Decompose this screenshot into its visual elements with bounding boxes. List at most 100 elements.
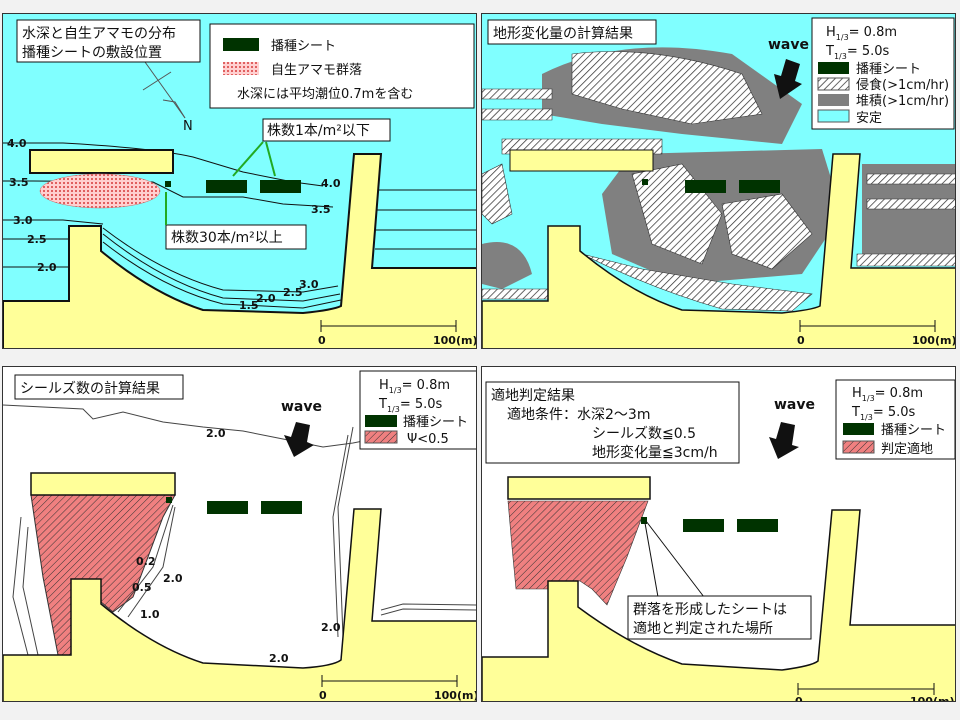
wave-arrow-icon bbox=[769, 422, 799, 459]
contour-label: 3.0 bbox=[299, 278, 319, 291]
h-symbol: H bbox=[379, 378, 389, 393]
contour-label: 1.5 bbox=[239, 299, 259, 312]
legend-suitable: 判定適地 bbox=[881, 441, 933, 457]
seeding-sheet-1 bbox=[685, 180, 726, 193]
title: 地形変化量の計算結果 bbox=[493, 25, 633, 42]
scale-hundred: 100(m) bbox=[434, 689, 477, 702]
seeding-sheet-1 bbox=[683, 519, 724, 532]
legend-colony: 自生アマモ群落 bbox=[271, 63, 362, 78]
contour-label: 0.5 bbox=[132, 581, 152, 594]
title: 適地判定結果 bbox=[491, 387, 575, 404]
wave-label: wave bbox=[774, 397, 815, 413]
title-box: シールズ数の計算結果 bbox=[14, 374, 184, 400]
legend-erosion: 侵食(>1cm/hr) bbox=[856, 77, 949, 93]
wave-label: wave bbox=[768, 37, 809, 53]
contour-label: 2.0 bbox=[163, 572, 183, 585]
callout-text: 株数1本/m²以下 bbox=[267, 123, 370, 139]
legend-sheet: 播種シート bbox=[271, 38, 336, 54]
scale-hundred: 100(m) bbox=[912, 334, 956, 347]
contour-label: 2.5 bbox=[283, 286, 303, 299]
seeding-sheet-small bbox=[165, 181, 171, 187]
breakwater bbox=[30, 472, 176, 496]
h-symbol: H bbox=[826, 25, 836, 40]
t-sub: 1/3 bbox=[387, 405, 400, 414]
contour-label: 2.5 bbox=[27, 233, 47, 246]
land bbox=[482, 153, 955, 348]
contour-label: 2.0 bbox=[256, 292, 276, 305]
wave-arrow-icon bbox=[774, 59, 802, 99]
h-value: = 0.8m bbox=[849, 25, 897, 40]
scale-zero: 0 bbox=[319, 689, 327, 702]
contour-label: 2.0 bbox=[269, 652, 289, 665]
legend: H1/3= 0.8m T1/3= 5.0s 播種シート 侵食(>1cm/hr) … bbox=[811, 17, 955, 130]
condition-shields: シールズ数≦0.5 bbox=[592, 426, 696, 442]
wave-label: wave bbox=[281, 399, 322, 415]
title-box: 適地判定結果 適地条件：水深2～3m シールズ数≦0.5 地形変化量≦3cm/h bbox=[485, 381, 740, 464]
legend-sheet: 播種シート bbox=[403, 414, 468, 430]
erosion-areas bbox=[482, 51, 955, 312]
t-symbol: T bbox=[825, 44, 834, 59]
natural-eelgrass-colony bbox=[39, 173, 161, 209]
contour-2-0-offshore bbox=[3, 404, 476, 448]
land bbox=[3, 508, 476, 701]
t-sub: 1/3 bbox=[834, 52, 847, 61]
wave-arrow-icon bbox=[284, 422, 314, 457]
north-label: N bbox=[183, 119, 193, 134]
scale-bar: 0 100(m) bbox=[319, 675, 477, 702]
scale-hundred: 100(m) bbox=[433, 334, 477, 347]
svg-text:H1/3= 0.8m: H1/3= 0.8m bbox=[826, 25, 897, 42]
h-sub: 1/3 bbox=[836, 33, 849, 42]
contour-label: 4.0 bbox=[7, 137, 27, 150]
breakwater bbox=[29, 149, 174, 174]
contour-label: 1.0 bbox=[140, 608, 160, 621]
title-line-1: 水深と自生アマモの分布 bbox=[22, 26, 176, 42]
legend-note: 水深には平均潮位0.7mを含む bbox=[237, 86, 413, 102]
contour-label: 4.0 bbox=[321, 177, 341, 190]
scale-bar: 0 100(m) bbox=[795, 683, 954, 702]
shields-contours bbox=[12, 426, 476, 656]
title-box: 地形変化量の計算結果 bbox=[487, 19, 657, 45]
seeding-sheet-2 bbox=[739, 180, 780, 193]
svg-text:H1/3= 0.8m: H1/3= 0.8m bbox=[379, 378, 450, 395]
callout-low-density: 株数1本/m²以下 bbox=[232, 118, 391, 177]
h-sub: 1/3 bbox=[862, 394, 875, 403]
breakwater bbox=[507, 476, 651, 500]
t-value: = 5.0s bbox=[847, 44, 890, 59]
legend: H1/3= 0.8m T1/3= 5.0s 播種シート 判定適地 bbox=[835, 379, 955, 460]
title: シールズ数の計算結果 bbox=[20, 381, 160, 397]
panel-suitability: 群落を形成したシートは 適地と判定された場所 適地判定結果 適地条件：水深2～3… bbox=[481, 366, 956, 702]
contour-label: 2.0 bbox=[321, 621, 341, 634]
contour-label: 3.5 bbox=[311, 203, 331, 216]
scale-bar: 0 100(m) bbox=[318, 320, 477, 347]
h-symbol: H bbox=[852, 386, 862, 401]
contour-label: 3.0 bbox=[13, 214, 33, 227]
t-value: = 5.0s bbox=[873, 405, 916, 420]
panel-shields-number: 2.0 0.2 0.5 2.0 1.0 2.0 2.0 シールズ数の計算結果 w… bbox=[2, 366, 477, 702]
north-arrow-icon bbox=[142, 61, 186, 119]
callout-line-1: 群落を形成したシートは bbox=[633, 602, 787, 618]
contour-label: 2.0 bbox=[206, 427, 226, 440]
legend-sheet: 播種シート bbox=[856, 61, 921, 77]
scale-zero: 0 bbox=[797, 334, 805, 347]
svg-text:T1/3= 5.0s: T1/3= 5.0s bbox=[378, 397, 443, 414]
t-symbol: T bbox=[378, 397, 387, 412]
legend-stable: 安定 bbox=[856, 111, 882, 126]
seeding-sheet-2 bbox=[737, 519, 778, 532]
h-sub: 1/3 bbox=[389, 386, 402, 395]
scale-zero: 0 bbox=[318, 334, 326, 347]
panel-depth-distribution: 4.0 3.5 3.0 2.5 2.0 4.0 3.5 3.0 2.5 2.0 … bbox=[2, 13, 477, 349]
seeding-sheet-small bbox=[642, 179, 648, 185]
t-sub: 1/3 bbox=[860, 413, 873, 422]
t-value: = 5.0s bbox=[400, 397, 443, 412]
land bbox=[482, 509, 955, 701]
scale-zero: 0 bbox=[795, 695, 803, 702]
callout: 群落を形成したシートは 適地と判定された場所 bbox=[627, 520, 812, 640]
callout-text: 株数30本/m²以上 bbox=[171, 230, 283, 246]
legend: 播種シート 自生アマモ群落 水深には平均潮位0.7mを含む bbox=[209, 23, 475, 109]
seeding-sheet-1 bbox=[207, 501, 248, 514]
suitable-area bbox=[507, 500, 649, 606]
condition-depth: 適地条件：水深2～3m bbox=[507, 406, 650, 423]
callout-line-2: 適地と判定された場所 bbox=[633, 620, 773, 637]
land bbox=[3, 153, 476, 348]
seeding-sheet-small bbox=[166, 497, 172, 503]
